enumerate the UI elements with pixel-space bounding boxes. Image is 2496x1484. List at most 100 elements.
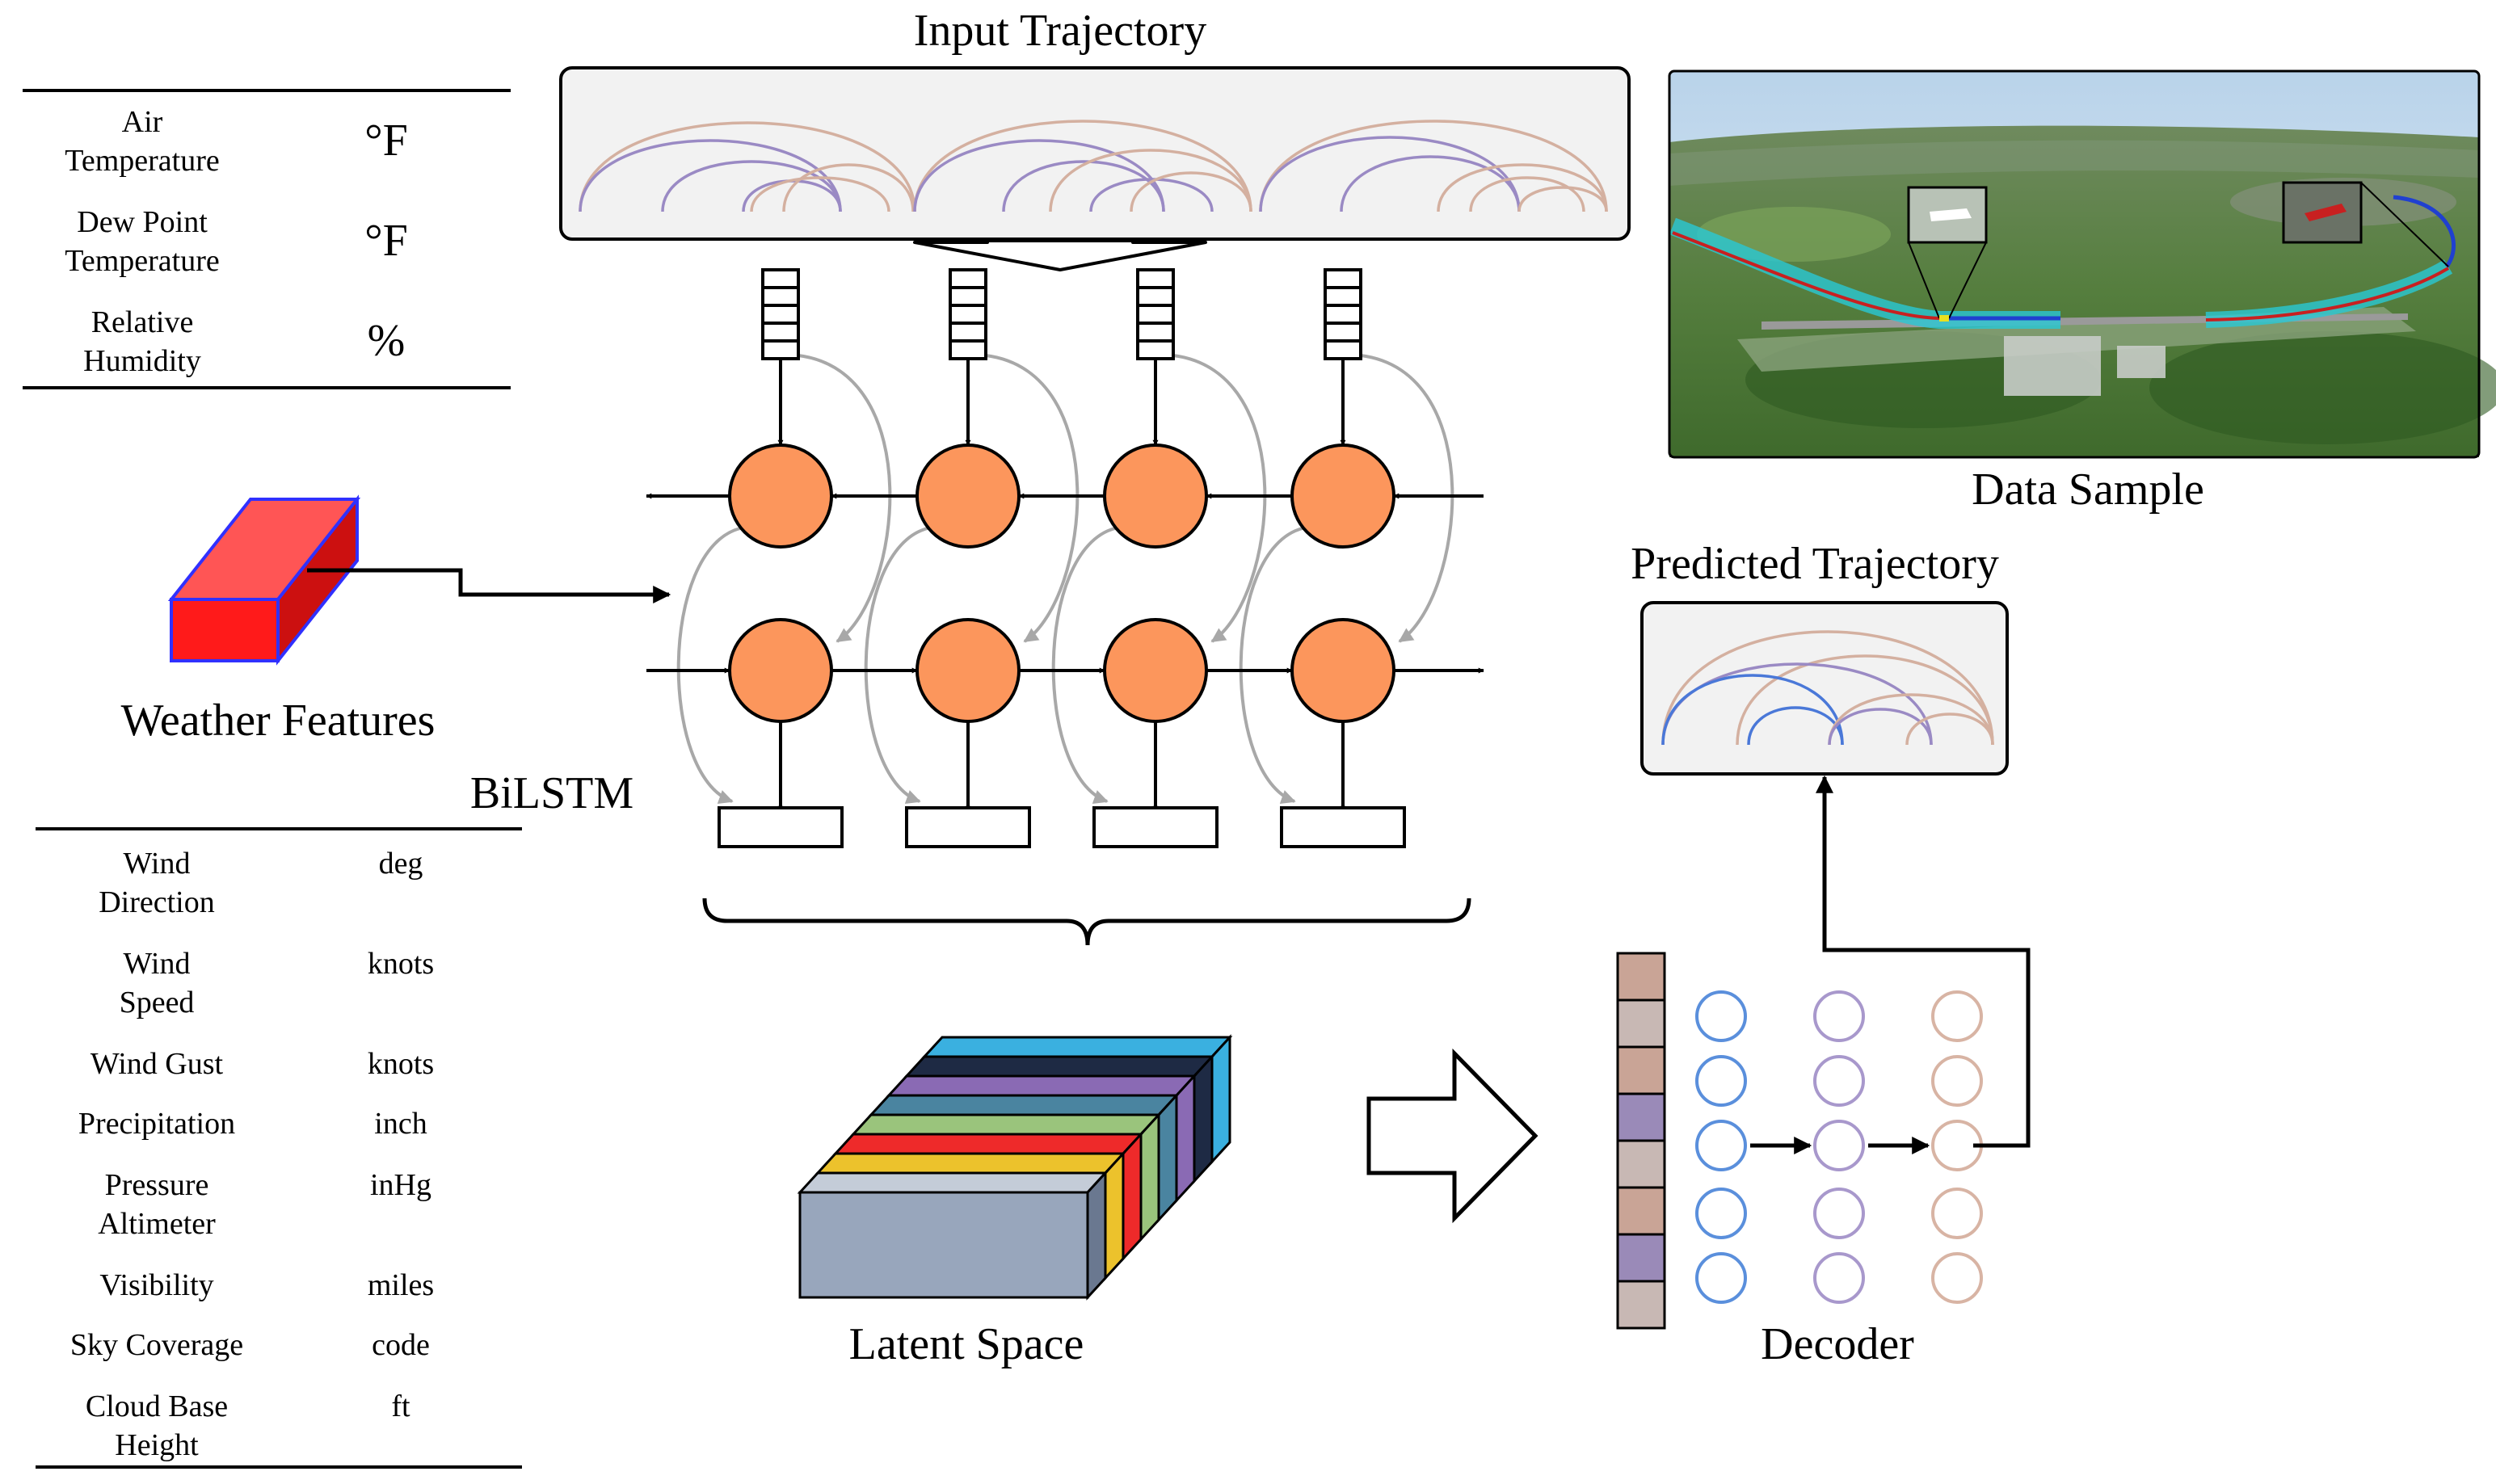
embedding-cell [1616,1092,1666,1142]
latent-front-side [1086,1170,1107,1301]
feature-name: Pressure [105,1168,209,1202]
lstm-cell-backward [1103,444,1208,549]
skip-arc [864,527,928,805]
decoder-neuron [1695,1120,1747,1171]
latent-slice-side [1104,1150,1125,1281]
latent-brace [702,898,1471,946]
predicted-trajectory-arcs [1661,630,1994,746]
lstm-cell-backward [1290,444,1395,549]
input-vector-cell [1136,268,1175,289]
latent-to-decoder-arrow [1366,1048,1538,1224]
predicted-trajectory-panel [1640,601,2009,776]
lstm-cells [728,444,1395,723]
trajectory-arc [661,160,842,212]
feature-name: Relative [91,305,194,339]
lstm-cell-forward [728,618,833,723]
input-vector-cell [1136,286,1175,307]
skip-arc [1172,354,1267,643]
feature-unit: ft [391,1389,410,1423]
feature-name: Precipitation [78,1107,235,1141]
feature-name: Speed [120,986,195,1019]
latent-space-label: Latent Space [849,1319,1084,1369]
data-sample-label: Data Sample [1972,465,2204,515]
input-vector-cell [761,339,800,360]
input-vector-cell [949,339,987,360]
feature-unit: inch [374,1107,427,1141]
feature-unit: inHg [370,1168,431,1202]
predicted-trajectory-title: Predicted Trajectory [1631,539,1999,589]
feature-unit: deg [379,847,423,881]
feature-name: Humidity [83,344,201,378]
decoder-neuron [1813,1188,1865,1239]
trajectory-arc [750,176,890,212]
trajectory-arc [1517,186,1608,212]
latent-front-top [797,1171,1109,1194]
embedding-cell [1616,1233,1666,1283]
weather-feature-block [167,494,361,666]
feature-name: Wind [124,947,191,981]
latent-front-face [798,1191,1089,1299]
latent-slice-top [868,1094,1180,1116]
trajectory-arc [913,139,1165,212]
lstm-cell-backward [915,444,1021,549]
feature-unit: % [368,316,406,366]
embedding-cell [1616,1139,1666,1189]
lstm-cell-backward [728,444,833,549]
latent-slice-top [903,1055,1215,1078]
latent-slice-side [1175,1073,1196,1204]
latent-slice-side [1193,1053,1214,1184]
latent-slice-top [921,1036,1233,1058]
input-vector-cell [949,322,987,343]
input-vector-cell [1324,286,1362,307]
feature-name: Visibility [99,1268,213,1302]
trajectory-arc [1002,160,1165,212]
input-vector-cell [1324,322,1362,343]
output-box [1280,806,1406,848]
input-down-arrow [913,239,1207,271]
skip-arc [1051,527,1116,805]
input-vector-cell [1324,268,1362,289]
decoder-neuron [1931,990,1983,1042]
trajectory-arc [1340,155,1521,212]
feature-name: Cloud Base [86,1389,228,1423]
trajectory-arc [1130,171,1252,212]
weather-to-lstm-connector [307,568,671,603]
latent-slice-top [814,1152,1126,1175]
feature-name: Wind Gust [90,1047,224,1081]
data-sample-photo [1668,69,2496,459]
decoder-neuron [1931,1055,1983,1107]
decoder-to-prediction-connector [1816,775,2031,1148]
trajectory-arc [1661,630,1994,746]
trajectory-arc [1828,693,1994,746]
embedding-cell [1616,998,1666,1049]
decoder-neuron [1813,1252,1865,1304]
output-box [905,806,1031,848]
lstm-connections [646,359,1484,812]
embedding-cell [1616,952,1666,1002]
feature-name: Temperature [65,244,219,278]
input-vector-cell [1136,322,1175,343]
embedding-cell [1616,1186,1666,1236]
feature-name: Wind [124,847,191,881]
trajectory-arc [1469,176,1585,212]
trajectory-arc [1905,713,1994,746]
weather-features-label: Weather Features [121,696,436,746]
lstm-cell-forward [915,618,1021,723]
decoder-network [1616,952,1983,1330]
skip-arc [985,354,1080,643]
decoder-neuron [1931,1252,1983,1304]
input-vector-cell [761,322,800,343]
feature-name: Direction [99,885,215,919]
feature-unit: °F [364,216,408,266]
skip-arc [798,354,892,643]
output-box [718,806,844,848]
input-trajectory-arcs [579,120,1608,212]
trajectory-arc [1437,163,1608,212]
feature-unit: miles [368,1268,434,1302]
latent-slice-side [1139,1112,1160,1242]
decoder-neuron [1695,1252,1747,1304]
input-vector-cell [1136,304,1175,325]
